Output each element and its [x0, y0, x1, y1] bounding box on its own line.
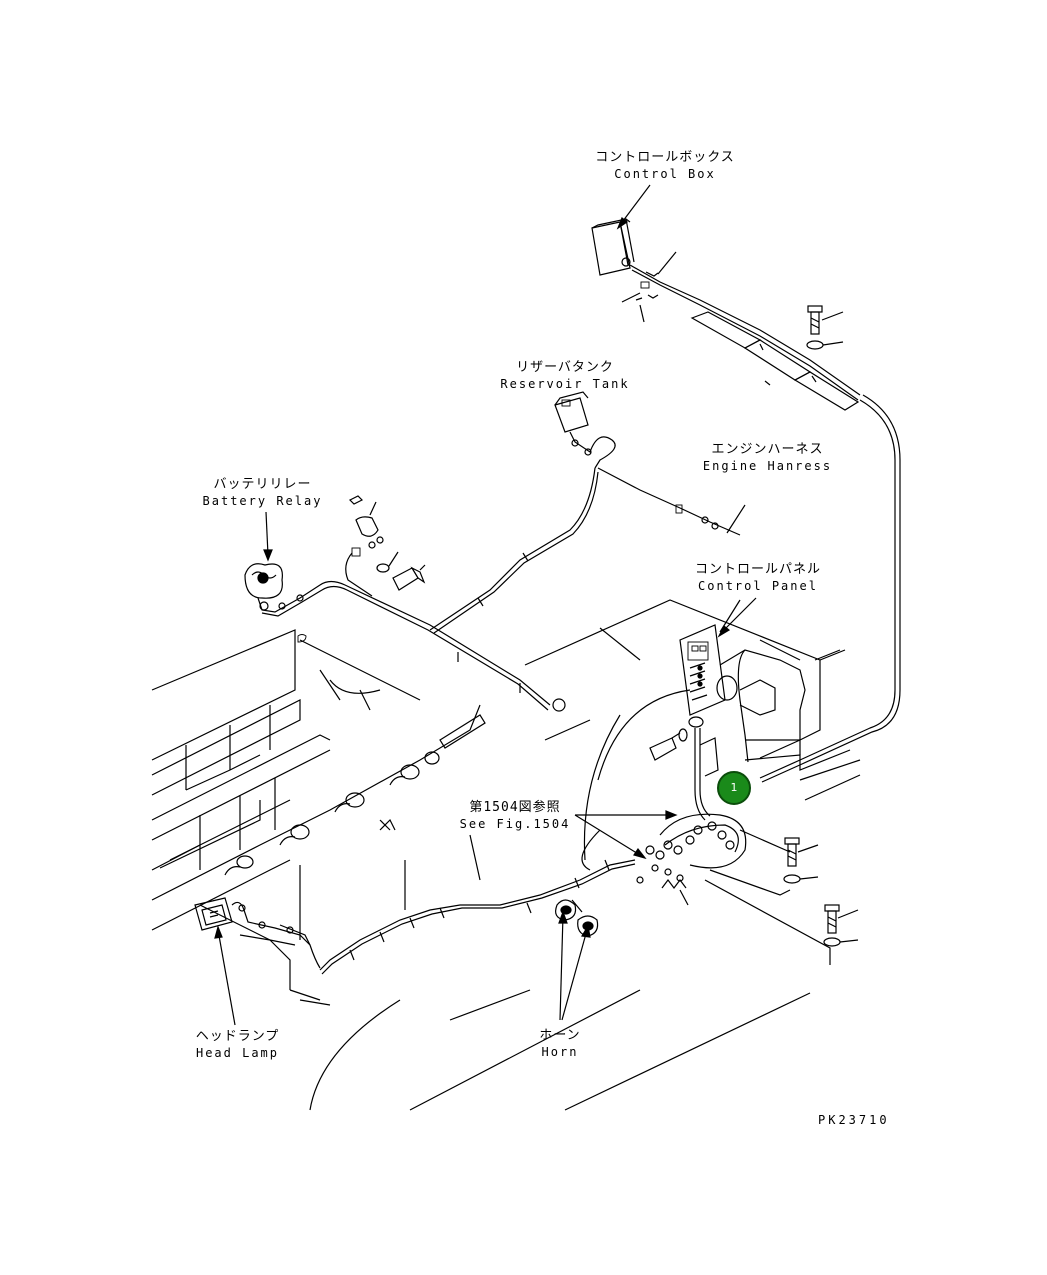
bolt-top-right — [806, 305, 844, 350]
cab-body — [524, 599, 861, 871]
label-battery-relay: バッテリリレー Battery Relay — [195, 477, 330, 509]
control-box-drawing — [591, 218, 901, 783]
label-reservoir-tank-jp: リザーバタンク — [516, 360, 614, 375]
label-see-fig-jp: 第1504図参照 — [469, 800, 561, 815]
label-control-box-en: Control Box — [614, 167, 716, 181]
label-engine-harness-jp: エンジンハーネス — [711, 442, 824, 457]
label-see-fig: 第1504図参照 See Fig.1504 — [455, 800, 575, 832]
label-control-panel: コントロールパネル Control Panel — [688, 562, 828, 594]
leader-arrows — [214, 184, 757, 1026]
label-battery-relay-jp: バッテリリレー — [213, 477, 312, 492]
label-horn: ホーン Horn — [525, 1028, 595, 1060]
reservoir-tank-drawing — [429, 391, 746, 634]
label-see-fig-en: See Fig.1504 — [459, 817, 571, 831]
control-panel-drawing — [649, 599, 741, 821]
connector-cluster — [319, 813, 831, 975]
label-control-box: コントロールボックス Control Box — [595, 150, 735, 182]
label-control-panel-jp: コントロールパネル — [694, 562, 821, 577]
bolt-lower-right — [823, 904, 859, 947]
bolt-mid-right — [783, 837, 819, 884]
label-reservoir-tank: リザーバタンク Reservoir Tank — [495, 360, 635, 392]
drawing-code: PK23710 — [818, 1113, 890, 1127]
label-battery-relay-en: Battery Relay — [202, 494, 323, 508]
label-engine-harness-en: Engine Hanress — [702, 459, 833, 473]
chassis-frame — [151, 629, 486, 1001]
battery-relay-drawing — [244, 495, 566, 712]
head-lamp-drawing — [194, 897, 321, 969]
label-head-lamp-en: Head Lamp — [195, 1046, 280, 1060]
label-engine-harness: エンジンハーネス Engine Hanress — [700, 442, 835, 474]
label-control-panel-en: Control Panel — [698, 579, 818, 593]
label-control-box-jp: コントロールボックス — [595, 150, 735, 165]
callout-1[interactable]: 1 — [717, 771, 751, 805]
label-head-lamp-jp: ヘッドランプ — [195, 1029, 280, 1044]
label-horn-jp: ホーン — [539, 1028, 581, 1043]
label-horn-en: Horn — [541, 1045, 579, 1059]
ground-lines — [299, 989, 811, 1111]
label-reservoir-tank-en: Reservoir Tank — [500, 377, 630, 391]
label-head-lamp: ヘッドランプ Head Lamp — [185, 1029, 290, 1061]
